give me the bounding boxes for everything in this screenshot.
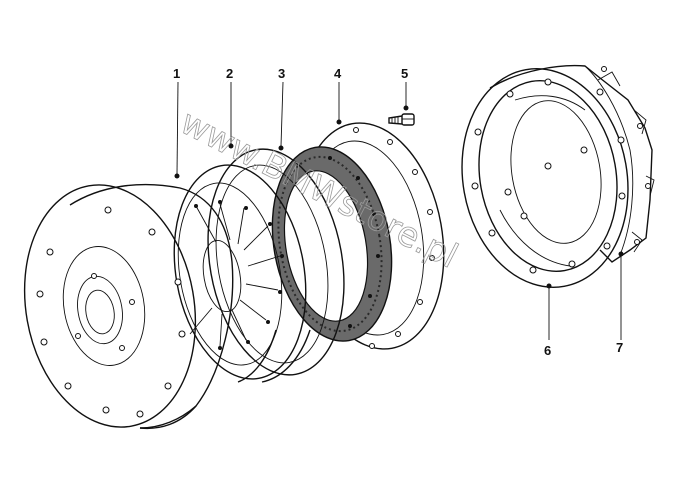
callout-1: 1 bbox=[173, 66, 180, 81]
callout-4: 4 bbox=[334, 66, 342, 81]
callout-7: 7 bbox=[616, 340, 623, 355]
clutch-disc-ring bbox=[207, 148, 345, 383]
callout-2: 2 bbox=[226, 66, 233, 81]
flywheel-drum bbox=[23, 183, 234, 430]
housing-gasket bbox=[461, 68, 629, 288]
bell-housing bbox=[489, 64, 655, 263]
callout-6: 6 bbox=[544, 343, 551, 358]
bolt bbox=[388, 113, 415, 126]
leader-lines bbox=[174, 81, 624, 340]
callout-3: 3 bbox=[278, 66, 285, 81]
callout-5: 5 bbox=[401, 66, 408, 81]
